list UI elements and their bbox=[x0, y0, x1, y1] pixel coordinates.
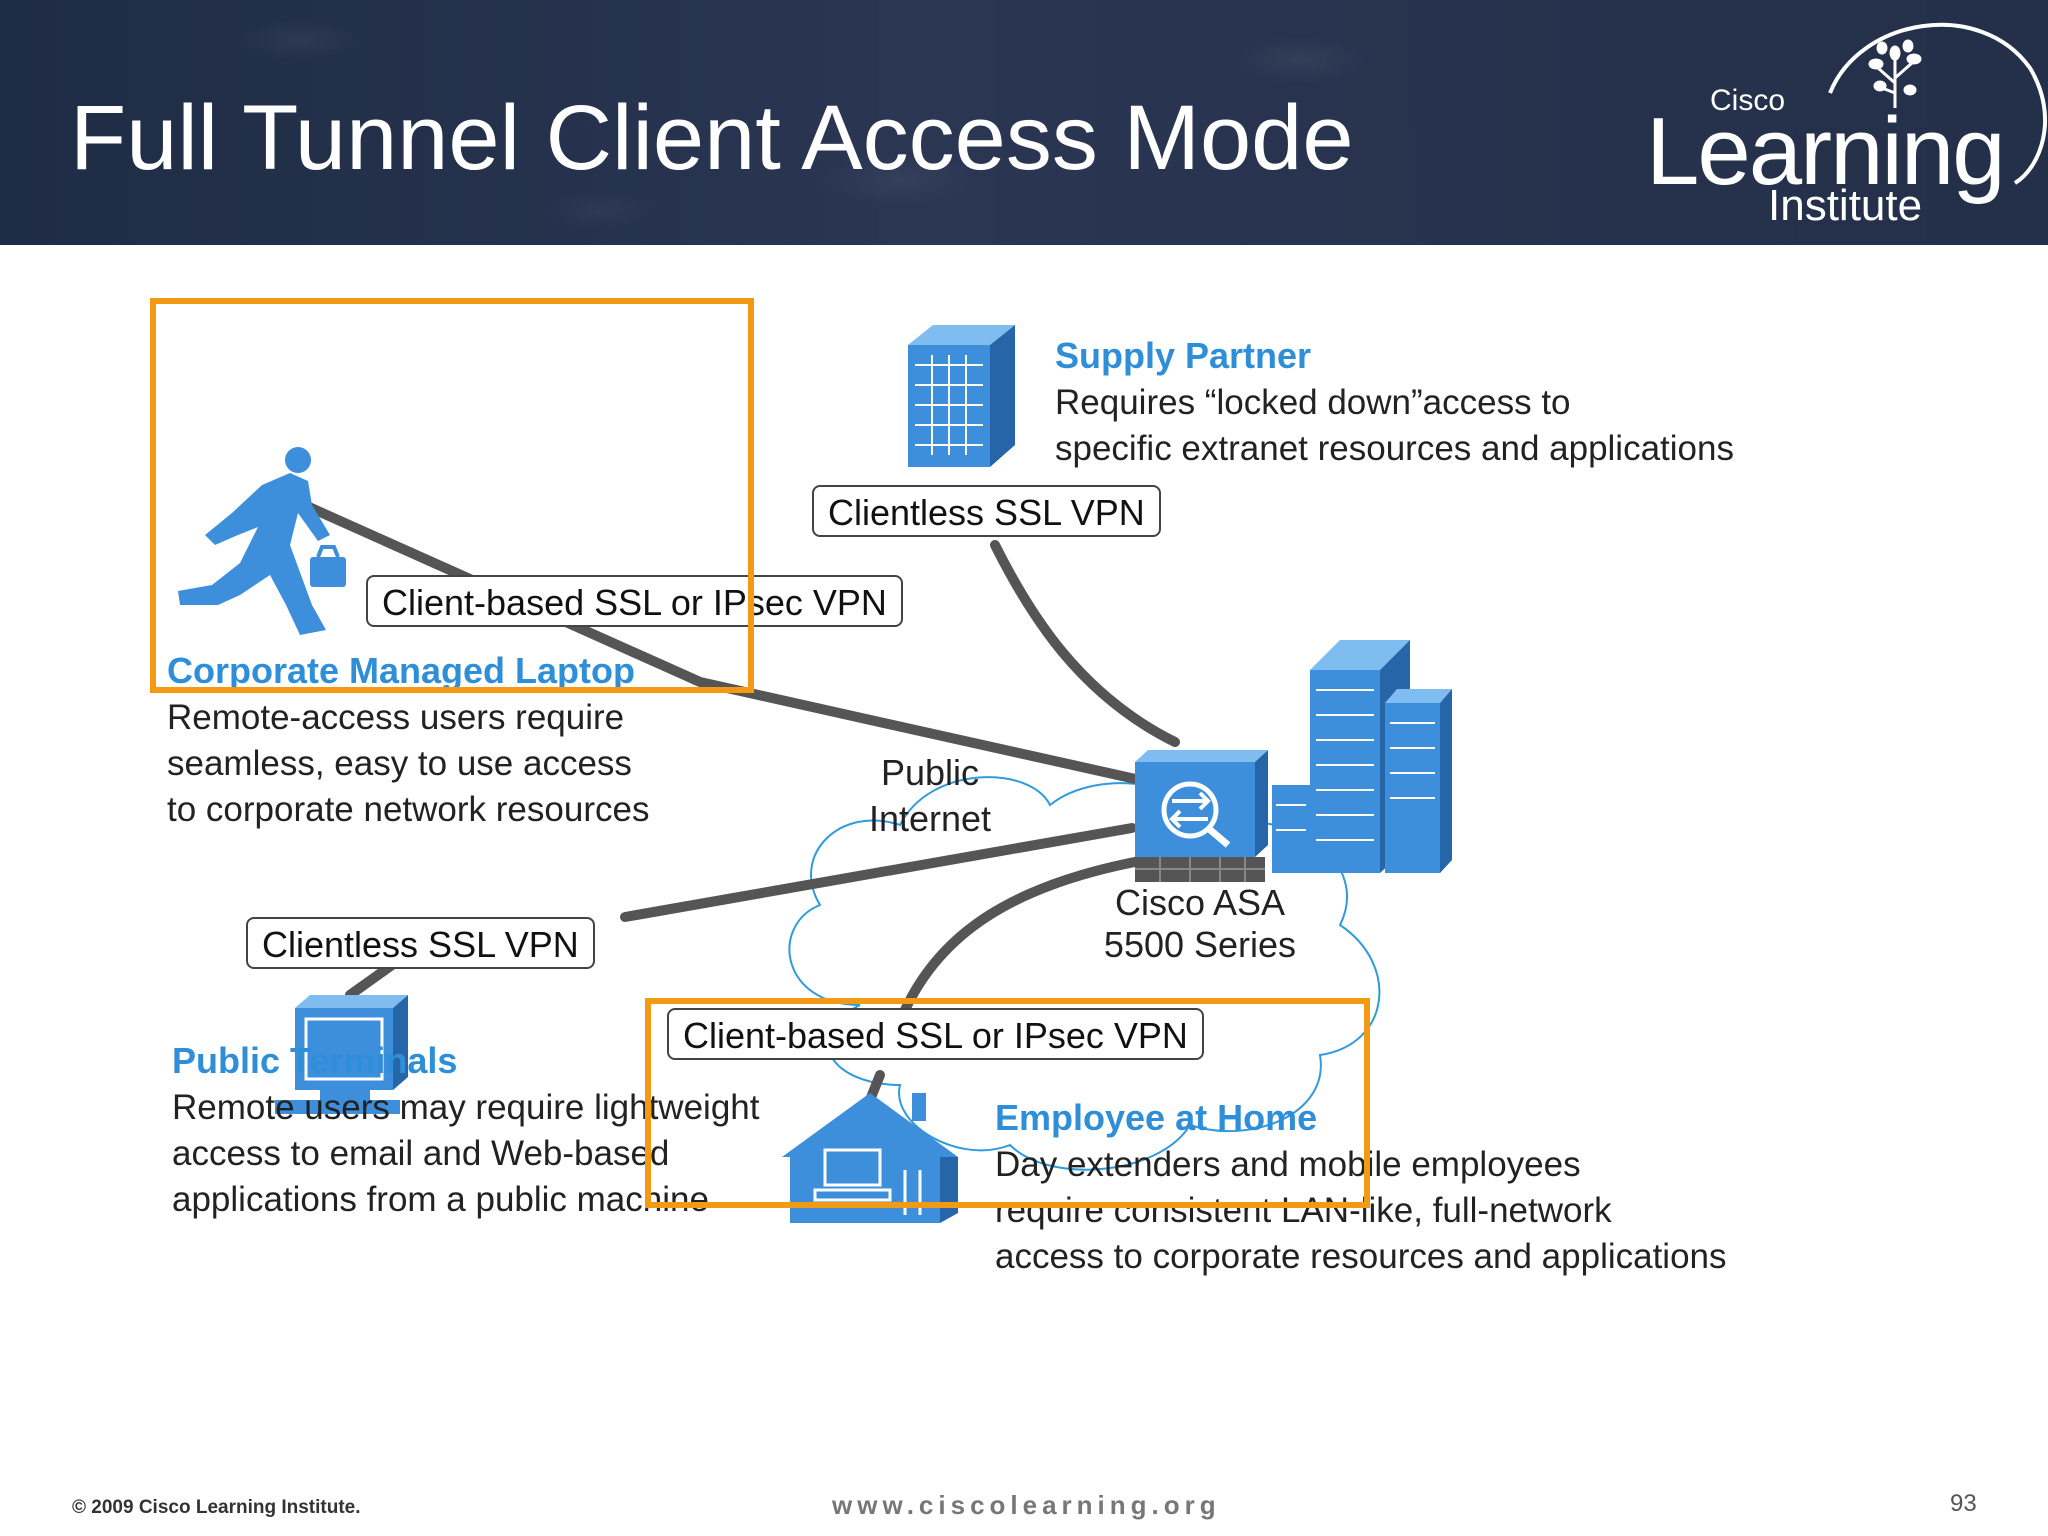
line-terminal-asa bbox=[620, 823, 1137, 922]
laptop-title: Corporate Managed Laptop bbox=[167, 650, 636, 691]
building-icon bbox=[908, 325, 1015, 467]
asa-firewall-icon bbox=[1135, 750, 1268, 882]
highlight-laptop bbox=[150, 298, 754, 693]
home-desc: Day extenders and mobile employees requi… bbox=[995, 1142, 1727, 1280]
running-man-icon bbox=[178, 447, 346, 635]
asa-line-2: 5500 Series bbox=[1103, 924, 1297, 965]
logo-institute-text: Institute bbox=[1768, 181, 1923, 230]
clientless-ssl-vpn-partner-label: Clientless SSL VPN bbox=[812, 485, 1161, 537]
line-laptop-asa bbox=[295, 498, 1145, 785]
footer-url: www.ciscolearning.org bbox=[832, 1490, 1221, 1520]
logo-arc-icon bbox=[1828, 22, 2047, 185]
home-title: Employee at Home bbox=[995, 1097, 1318, 1138]
copyright: © 2009 Cisco Learning Institute. bbox=[72, 1497, 361, 1518]
laptop-line-1: Remote-access users require bbox=[167, 698, 625, 737]
network-diagram: Clientless SSL VPN Client-based SSL or I… bbox=[0, 245, 2048, 1485]
terminals-line-2: access to email and Web-based bbox=[172, 1134, 670, 1173]
home-line-1: Day extenders and mobile employees bbox=[995, 1145, 1581, 1184]
client-vpn-home-label: Client-based SSL or IPsec VPN bbox=[667, 1008, 1204, 1060]
supply-partner-desc: Requires “locked down”access to specific… bbox=[1055, 380, 1734, 472]
computer-terminal-icon bbox=[275, 995, 408, 1114]
asa-label: Cisco ASA 5500 Series bbox=[1060, 882, 1340, 966]
laptop-line-2: seamless, easy to use access bbox=[167, 744, 632, 783]
headquarters-icon bbox=[1272, 640, 1452, 873]
slide-title: Full Tunnel Client Access Mode bbox=[70, 87, 1354, 189]
terminals-line-1: Remote users may require lightweight bbox=[172, 1088, 760, 1127]
title-bar: Full Tunnel Client Access Mode Cisco Lea… bbox=[0, 0, 2048, 245]
highlight-home bbox=[645, 998, 1370, 1208]
logo-learning-text: Learning bbox=[1646, 98, 2006, 205]
diagram-graphics bbox=[178, 325, 1452, 1223]
home-line-3: access to corporate resources and applic… bbox=[995, 1237, 1727, 1276]
terminals-desc: Remote users may require lightweight acc… bbox=[172, 1085, 759, 1223]
house-icon bbox=[782, 1093, 958, 1223]
client-vpn-laptop-label: Client-based SSL or IPsec VPN bbox=[366, 575, 903, 627]
terminals-title: Public Terminals bbox=[172, 1040, 458, 1081]
line-home-asa bbox=[900, 855, 1150, 1015]
home-line-2: require consistent LAN-like, full-networ… bbox=[995, 1191, 1612, 1230]
line-partner-asa bbox=[990, 540, 1180, 747]
clientless-ssl-vpn-terminal-label: Clientless SSL VPN bbox=[246, 917, 595, 969]
cloud-line-2: Internet bbox=[868, 798, 992, 839]
supply-partner-title: Supply Partner bbox=[1055, 335, 1312, 376]
terminals-line-3: applications from a public machine bbox=[172, 1180, 709, 1219]
laptop-desc: Remote-access users require seamless, ea… bbox=[167, 695, 649, 833]
cloud-line-1: Public bbox=[880, 752, 980, 793]
page-number: 93 bbox=[1950, 1490, 1977, 1517]
supply-partner-line-2: specific extranet resources and applicat… bbox=[1055, 429, 1734, 468]
laptop-line-3: to corporate network resources bbox=[167, 790, 650, 829]
public-internet-label: Public Internet bbox=[850, 750, 1010, 842]
asa-line-1: Cisco ASA bbox=[1114, 882, 1286, 923]
logo-cisco-text: Cisco bbox=[1710, 84, 1786, 117]
header-texture bbox=[0, 0, 2048, 245]
cisco-learning-logo: Cisco Learning Institute bbox=[1620, 8, 2048, 238]
supply-partner-line-1: Requires “locked down”access to bbox=[1055, 383, 1571, 422]
